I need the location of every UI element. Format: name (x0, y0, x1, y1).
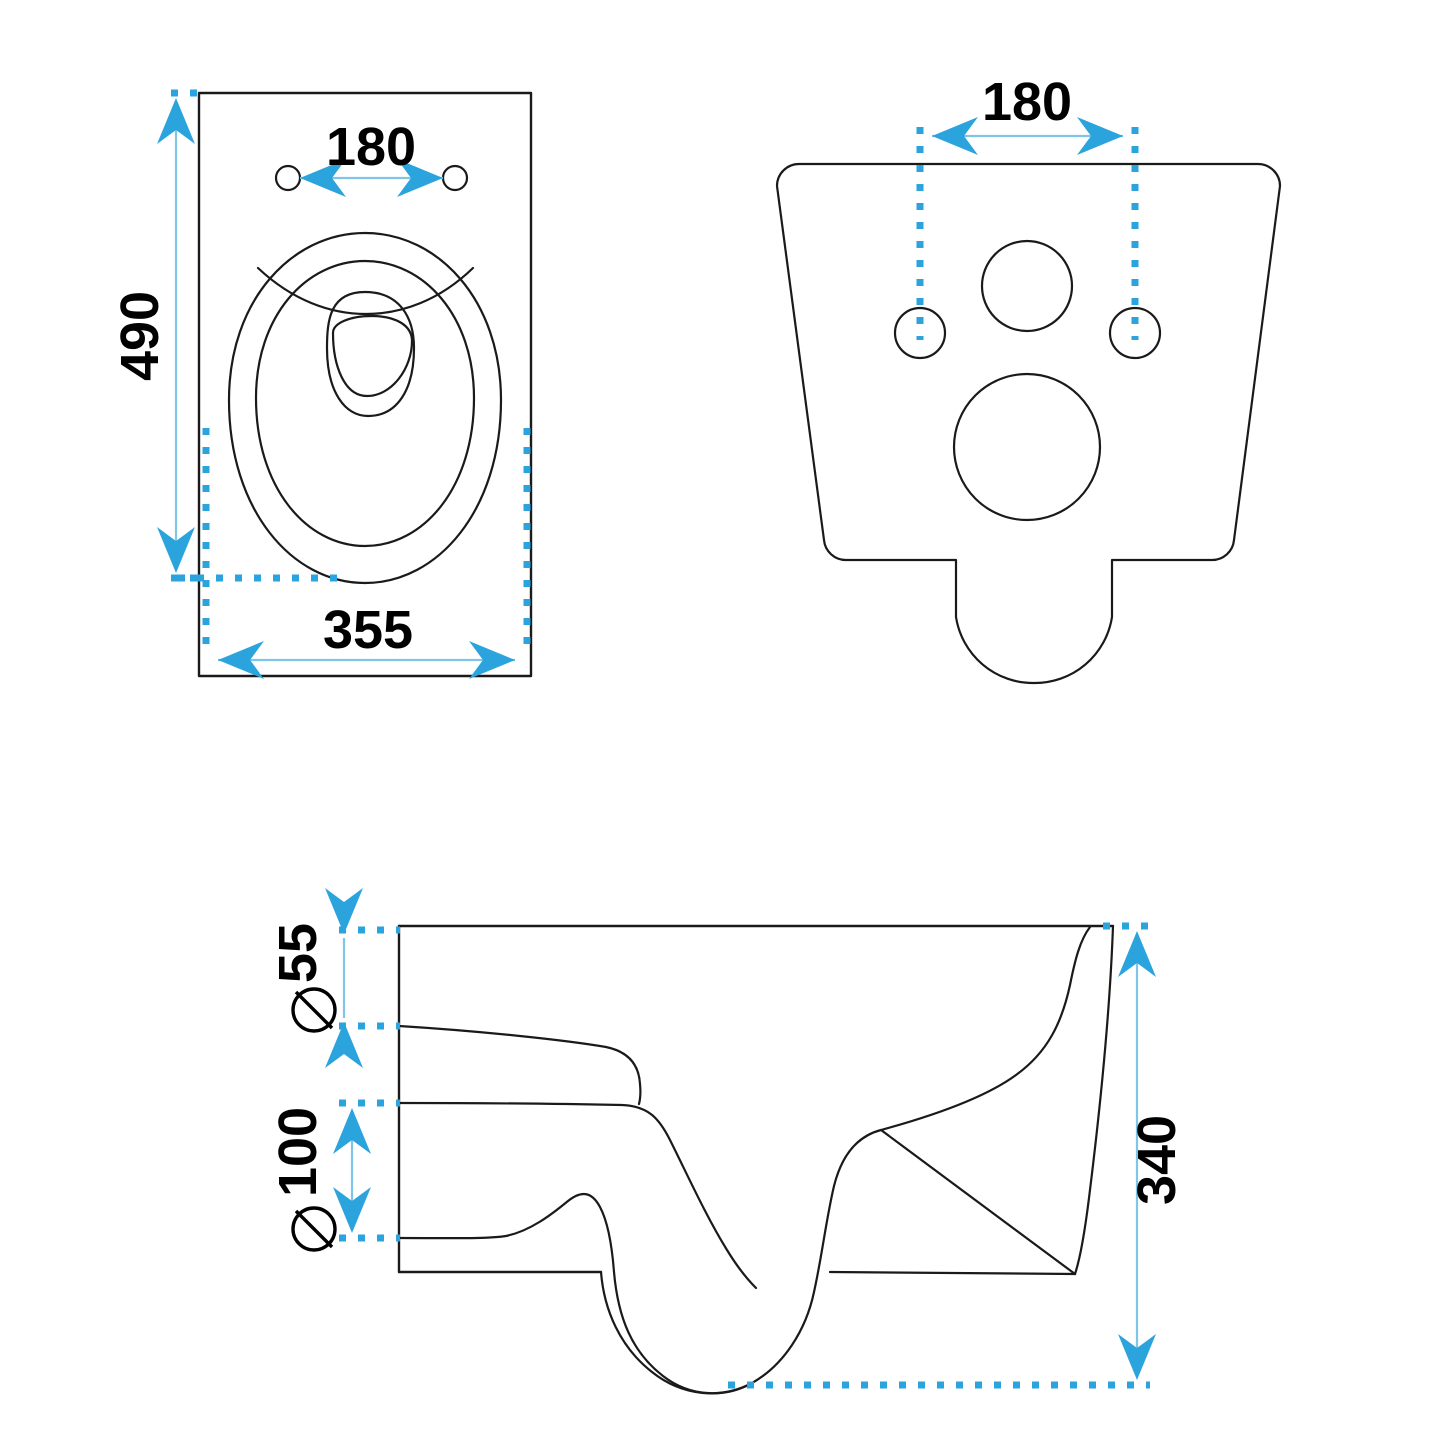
back-view-center-hole-upper (980, 239, 1074, 333)
side-view-rear-skirt-base (828, 1128, 1077, 1276)
dimension-label-back-180: 180 (982, 72, 1072, 132)
back-view-bolt-hole-right (1108, 306, 1162, 360)
side-view-rear-skirt (1073, 924, 1115, 1276)
dimension-back-180: 180 (916, 72, 1139, 340)
top-view-hinge-cover-curve (256, 266, 475, 316)
dimension-top-490: 490 (110, 89, 206, 582)
diameter-symbol-icon (291, 1206, 337, 1252)
side-view-wall-face (397, 924, 1115, 1274)
side-view-trap-upper-profile (397, 1193, 754, 1395)
side-view-seat-profile (397, 1024, 642, 1106)
dimension-label-side-55: 55 (268, 923, 328, 983)
top-view-bolt-hole-left (274, 164, 302, 192)
dimension-top-180: 180 (300, 117, 443, 197)
dimension-side-100: 100 (268, 1099, 400, 1252)
side-view-bowl-rear-wall (879, 925, 1092, 1132)
top-view-trap-opening (331, 314, 414, 398)
side-view-bowl-outline (599, 1128, 883, 1395)
dimension-side-55: 55 (268, 888, 400, 1068)
dimension-label-side-100: 100 (268, 1107, 328, 1197)
back-view-group: 180 (775, 72, 1282, 685)
back-view-bolt-hole-left (893, 306, 947, 360)
top-view-bolt-hole-right (441, 164, 469, 192)
arrow-down-icon (325, 888, 363, 934)
back-view-outline (775, 162, 1282, 685)
top-view-seat-inner-ring (254, 259, 476, 548)
top-view-seat-outline (227, 231, 503, 585)
dimension-top-355: 355 (178, 428, 531, 679)
top-view-group: 180 490 355 (110, 89, 533, 679)
side-view-rim-profile (397, 1101, 758, 1290)
top-view-outline (197, 91, 533, 678)
dimension-label-top-180: 180 (326, 117, 416, 177)
dimension-label-top-490: 490 (110, 291, 170, 381)
dimension-label-top-355: 355 (323, 600, 413, 660)
top-view-bowl-circle (325, 290, 416, 418)
back-view-center-hole-lower (952, 372, 1102, 522)
dimension-side-340: 340 (728, 922, 1187, 1389)
side-view-group: 55 100 340 (268, 888, 1187, 1395)
diameter-symbol-icon (291, 987, 337, 1033)
dimension-label-side-340: 340 (1127, 1115, 1187, 1205)
